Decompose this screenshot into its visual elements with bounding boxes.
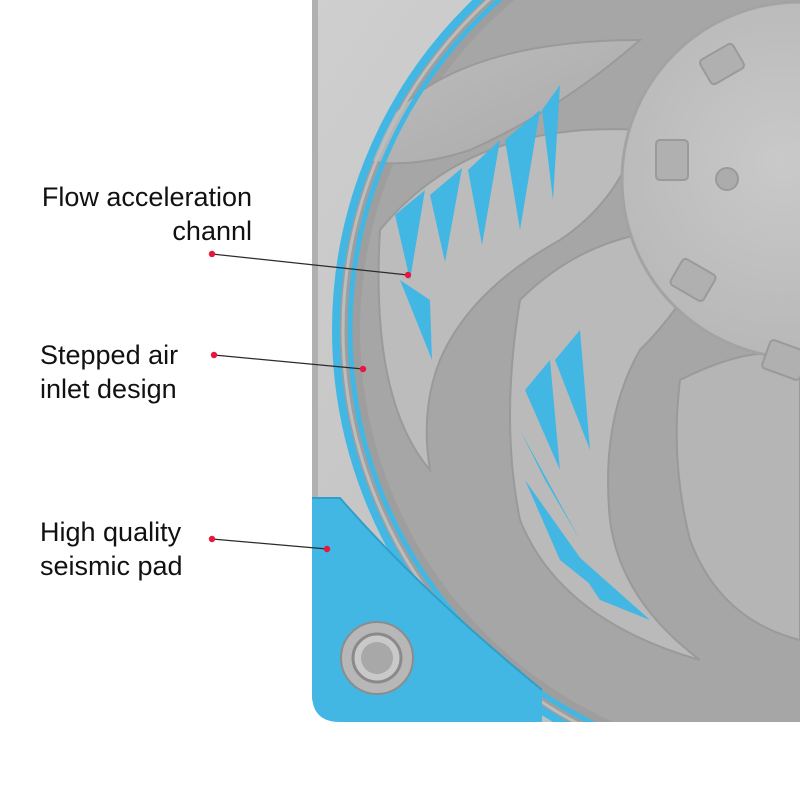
callout-flow-acceleration: Flow acceleration channl xyxy=(20,180,252,248)
callout-line: seismic pad xyxy=(40,551,183,581)
blade-accent-stripes xyxy=(395,85,650,620)
callout-line: inlet design xyxy=(40,374,177,404)
callout-line: Flow acceleration xyxy=(41,182,252,212)
marker-dot xyxy=(323,545,331,553)
marker-dot xyxy=(208,535,216,543)
seismic-pad xyxy=(312,497,543,722)
callout-line: channl xyxy=(172,216,252,246)
callout-markers xyxy=(208,250,412,553)
marker-dot xyxy=(404,271,412,279)
callout-stepped-inlet: Stepped air inlet design xyxy=(40,338,220,406)
leader-flow xyxy=(211,253,409,276)
callout-line: Stepped air xyxy=(40,340,179,370)
marker-dot xyxy=(359,365,367,373)
callout-leaders xyxy=(211,253,409,550)
callout-seismic-pad: High quality seismic pad xyxy=(40,515,220,583)
leader-inlet xyxy=(213,354,364,370)
leader-pad xyxy=(211,538,328,550)
marker-dot xyxy=(210,351,218,359)
inlet-ring xyxy=(332,0,800,722)
marker-dot xyxy=(208,250,216,258)
callout-line: High quality xyxy=(40,517,182,547)
fan-hub xyxy=(620,0,800,381)
